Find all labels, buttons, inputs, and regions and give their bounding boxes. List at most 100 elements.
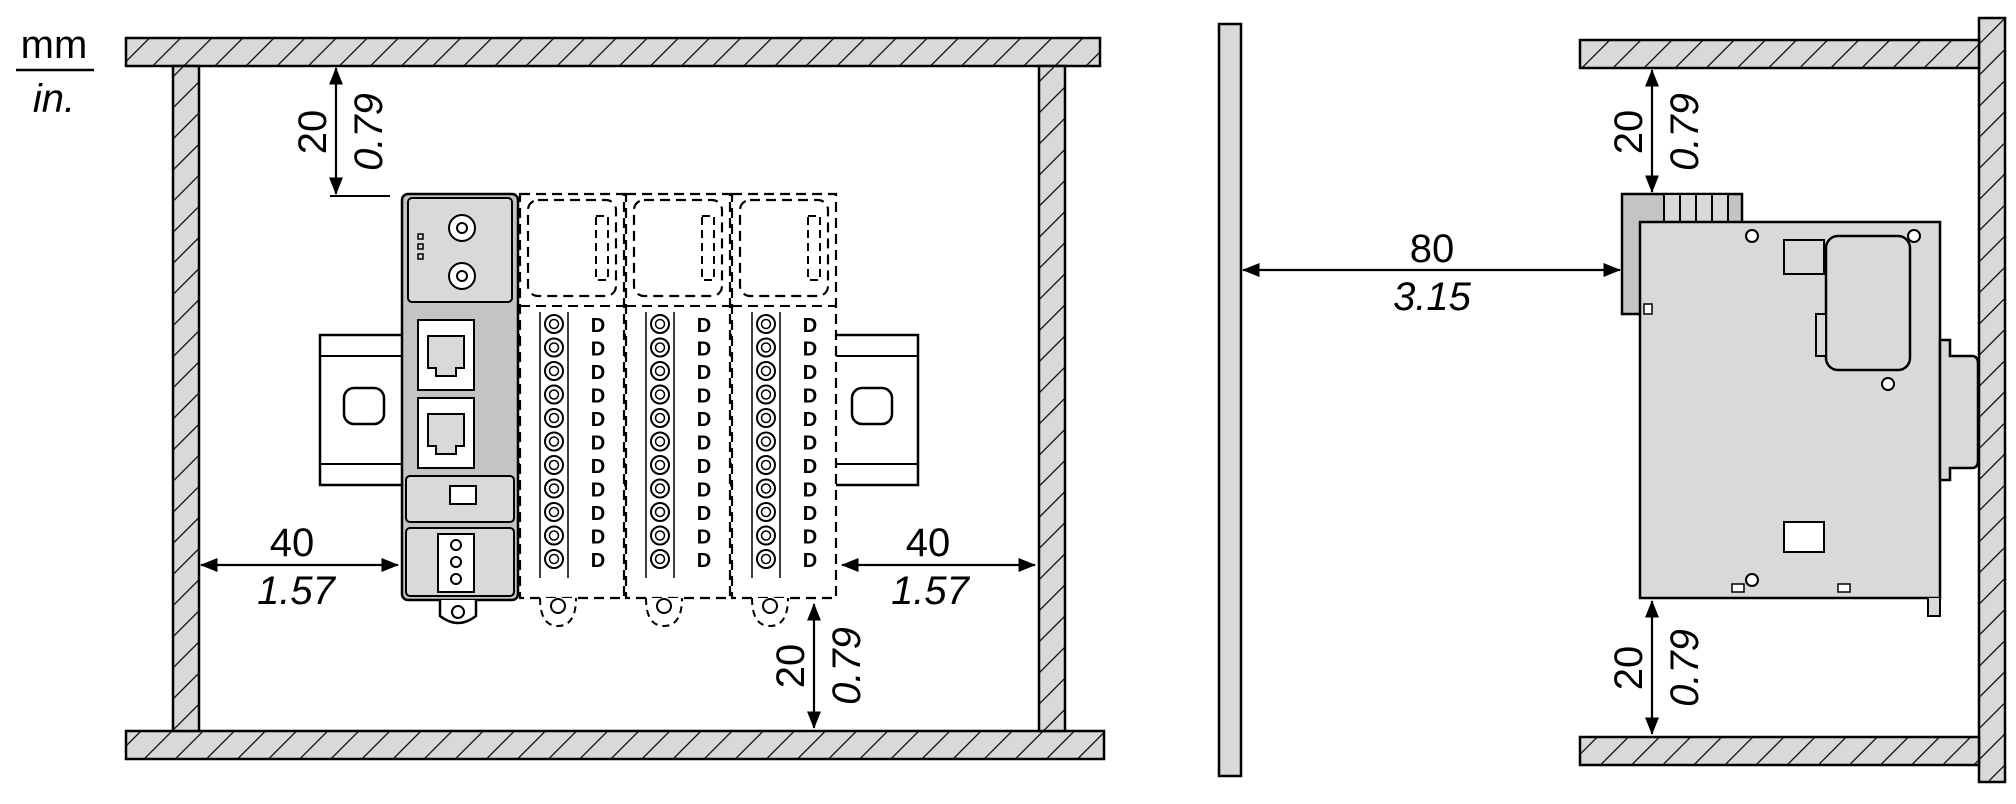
usb-port-icon <box>405 475 515 523</box>
terminal-marker: D <box>697 456 711 478</box>
terminal-marker: D <box>803 527 817 549</box>
controller-side-profile <box>1620 192 1980 617</box>
terminal-marker: D <box>697 433 711 455</box>
terminal-marker: D <box>803 386 817 408</box>
terminal-marker: D <box>591 456 605 478</box>
din-rail-slot-right <box>850 386 894 426</box>
terminal-marker: D <box>803 550 817 572</box>
terminal-marker: D <box>803 503 817 525</box>
side-bottom-mm: 20 <box>1607 646 1651 691</box>
terminal-marker: D <box>591 362 605 384</box>
side-bottom-wall <box>1578 735 1981 767</box>
front-left-dimension: 40 1.57 <box>200 521 399 613</box>
terminal-screw-icon <box>756 549 776 569</box>
front-top-in: 0.79 <box>347 93 391 171</box>
front-left-mm: 40 <box>270 521 315 565</box>
terminal-screw-icon <box>544 549 564 569</box>
terminal-marker: D <box>591 339 605 361</box>
terminal-marker: D <box>803 433 817 455</box>
side-front-mm: 80 <box>1410 227 1455 271</box>
terminal-screw-icon <box>544 408 564 428</box>
terminal-screw-icon <box>544 455 564 475</box>
terminal-screw-icon <box>650 525 670 546</box>
controller-module <box>400 192 520 625</box>
terminal-screw-icon <box>544 431 564 452</box>
terminal-screw-icon <box>756 525 776 546</box>
terminal-marker: D <box>591 386 605 408</box>
terminal-marker: D <box>591 315 605 337</box>
terminal-screw-icon <box>650 314 670 334</box>
units-legend: mm in. <box>16 23 94 121</box>
terminal-marker: D <box>697 315 711 337</box>
side-front-dimension: 80 3.15 <box>1242 227 1621 319</box>
terminal-screw-icon <box>544 384 564 405</box>
terminal-screw-icon <box>756 431 776 452</box>
terminal-screw-icon <box>650 502 670 522</box>
terminal-screw-icon <box>756 361 776 381</box>
terminal-screw-icon <box>650 431 670 452</box>
rotary-switch-1-icon <box>448 214 476 242</box>
terminal-marker: D <box>803 480 817 502</box>
side-top-wall <box>1578 38 1981 70</box>
terminal-screw-icon <box>756 314 776 334</box>
terminal-marker: D <box>591 503 605 525</box>
terminal-screw-icon <box>650 337 670 358</box>
terminal-marker: D <box>697 527 711 549</box>
terminal-screw-icon <box>544 478 564 499</box>
terminal-screw-icon <box>650 361 670 381</box>
terminal-screw-icon <box>544 502 564 522</box>
front-left-in: 1.57 <box>257 569 337 613</box>
terminal-screw-icon <box>756 455 776 475</box>
terminal-marker: D <box>591 550 605 572</box>
terminal-screw-icon <box>650 549 670 569</box>
front-top-wall <box>124 36 1102 68</box>
terminal-marker: D <box>697 339 711 361</box>
front-right-in: 1.57 <box>891 569 971 613</box>
terminal-marker: D <box>803 339 817 361</box>
side-bottom-in: 0.79 <box>1663 629 1707 707</box>
side-back-wall <box>1977 16 2007 784</box>
side-front-wall <box>1217 22 1243 778</box>
front-top-mm: 20 <box>291 110 335 155</box>
ethernet-port-2-icon <box>417 397 475 469</box>
terminal-marker: D <box>697 409 711 431</box>
terminal-marker: D <box>591 527 605 549</box>
front-right-wall <box>1037 64 1067 733</box>
side-bottom-dimension: 20 0.79 <box>1607 600 1707 735</box>
terminal-marker: D <box>697 480 711 502</box>
front-bottom-mm: 20 <box>769 644 813 689</box>
side-view: 80 3.15 20 0.79 20 0.79 <box>1217 16 2007 784</box>
terminal-screw-icon <box>756 408 776 428</box>
terminal-marker: D <box>591 409 605 431</box>
front-left-wall <box>171 64 201 733</box>
terminal-screw-icon <box>650 478 670 499</box>
terminal-screw-icon <box>650 384 670 405</box>
terminal-screw-icon <box>650 455 670 475</box>
terminal-screw-icon <box>544 337 564 358</box>
terminal-screw-icon <box>756 337 776 358</box>
terminal-screw-icon <box>756 502 776 522</box>
power-connector-icon <box>405 527 515 597</box>
rotary-switch-panel <box>407 197 513 303</box>
terminal-marker: D <box>803 456 817 478</box>
front-right-dimension: 40 1.57 <box>841 521 1036 613</box>
din-rail-slot-left <box>342 386 386 426</box>
terminal-marker: D <box>697 503 711 525</box>
front-top-dimension: 20 0.79 <box>291 67 391 197</box>
terminal-marker: D <box>697 550 711 572</box>
terminal-marker: D <box>803 362 817 384</box>
rotary-switch-2-icon <box>448 262 476 290</box>
side-top-mm: 20 <box>1607 110 1651 155</box>
units-mm: mm <box>21 23 88 67</box>
terminal-marker: D <box>591 480 605 502</box>
ethernet-port-1-icon <box>417 319 475 391</box>
side-front-in: 3.15 <box>1393 275 1472 319</box>
front-right-mm: 40 <box>906 521 951 565</box>
terminal-marker: D <box>803 409 817 431</box>
terminal-screw-icon <box>756 478 776 499</box>
terminal-screw-icon <box>650 408 670 428</box>
